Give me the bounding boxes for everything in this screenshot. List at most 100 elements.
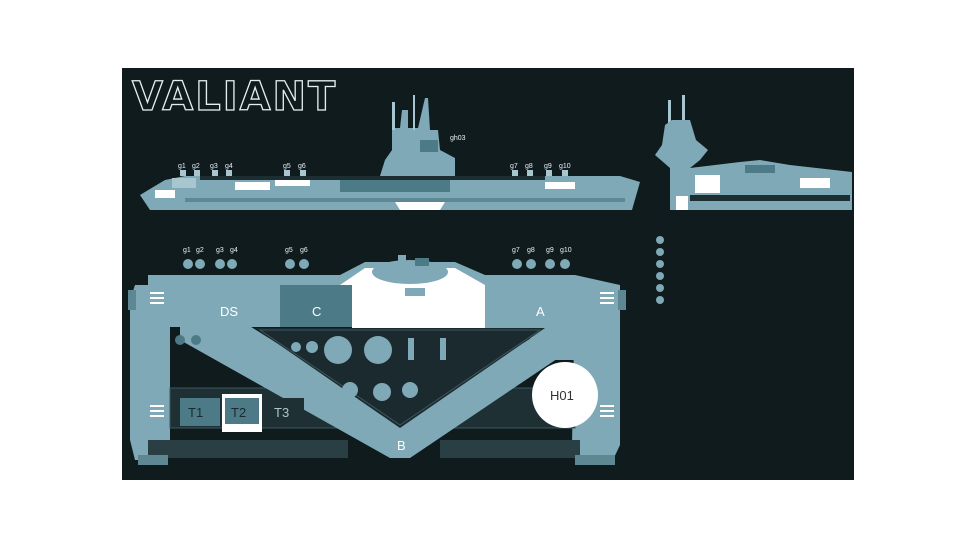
plan-pad	[175, 335, 185, 345]
profile-island-window	[420, 140, 438, 152]
profile-white-bulge	[395, 202, 445, 210]
plan-pad	[191, 335, 201, 345]
plan-gun	[195, 259, 205, 269]
plan-stripe	[150, 302, 164, 304]
zone-label-h01: H01	[550, 388, 574, 403]
plan-label-g6: g6	[300, 247, 308, 254]
plan-gun	[285, 259, 295, 269]
ship-title: VALIANT	[132, 74, 337, 120]
plan-label-g1: g1	[183, 247, 191, 254]
profile-hull-panel	[172, 178, 196, 188]
zone-label-t3: T3	[274, 405, 289, 420]
plan-foot	[138, 455, 168, 465]
plan-gun	[183, 259, 193, 269]
profile-gun	[212, 170, 218, 176]
plan-dome	[402, 382, 418, 398]
plan-vent	[408, 338, 414, 360]
plan-gun	[299, 259, 309, 269]
profile-label-g8: g8	[525, 163, 533, 170]
indicator-dot	[656, 236, 664, 244]
indicator-dot	[656, 272, 664, 280]
plan-label-g10: g10	[560, 247, 572, 254]
plan-bottom-rail	[148, 440, 348, 458]
plan-dome	[324, 336, 352, 364]
end-white-block	[800, 178, 830, 188]
profile-gun	[546, 170, 552, 176]
end-dark-block	[745, 165, 775, 173]
end-band	[690, 195, 850, 201]
plan-label-g8: g8	[527, 247, 535, 254]
zone-label-a: A	[536, 304, 545, 319]
zone-c-block	[280, 285, 352, 327]
profile-label-g3: g3	[210, 163, 218, 170]
plan-view: g1 g2 g3 g4 g5 g6 g7 g8 g9 g10 DS C A B …	[128, 247, 626, 465]
plan-dome	[306, 341, 318, 353]
end-white-block	[676, 196, 688, 210]
zone-t2-block	[225, 398, 259, 424]
plan-foot	[575, 455, 615, 465]
profile-bow-panel	[155, 190, 175, 198]
profile-label-g2: g2	[192, 163, 200, 170]
plan-left-frame	[130, 285, 170, 460]
profile-label-g6: g6	[298, 163, 306, 170]
plan-gun	[227, 259, 237, 269]
zone-label-b: B	[397, 438, 406, 453]
plan-stripe	[150, 410, 164, 412]
plan-stripe	[600, 292, 614, 294]
profile-gun	[180, 170, 186, 176]
plan-dome	[342, 382, 358, 398]
zone-b-v-frame	[180, 320, 585, 458]
profile-label-g9: g9	[544, 163, 552, 170]
zone-label-t1: T1	[188, 405, 203, 420]
plan-stripe	[600, 405, 614, 407]
profile-hull-panel	[235, 182, 270, 190]
plan-label-g4: g4	[230, 247, 238, 254]
profile-mast	[392, 102, 395, 130]
center-deck	[340, 268, 485, 328]
zone-h01-helipad	[532, 362, 598, 428]
profile-gun	[300, 170, 306, 176]
zone-label-c: C	[312, 304, 321, 319]
plan-dome	[291, 342, 301, 352]
profile-hull-panel	[545, 182, 575, 189]
profile-gun	[562, 170, 568, 176]
plan-stripe	[150, 292, 164, 294]
plan-vent	[440, 338, 446, 360]
plan-gun	[512, 259, 522, 269]
plan-stripe	[600, 297, 614, 299]
plan-label-g9: g9	[546, 247, 554, 254]
plan-stripe	[150, 297, 164, 299]
profile-deck-band	[200, 176, 545, 180]
plan-label-g7: g7	[512, 247, 520, 254]
profile-gun	[512, 170, 518, 176]
plan-gun	[526, 259, 536, 269]
center-vehicle	[372, 255, 448, 296]
indicator-dot	[656, 260, 664, 268]
plan-gun	[545, 259, 555, 269]
indicator-dots	[656, 236, 664, 304]
profile-gun	[194, 170, 200, 176]
end-white-block	[695, 175, 720, 193]
plan-dome	[373, 383, 391, 401]
side-profile: g1 g2 g3 g4 g5 g6 g7 g8 g9 g10 gh03	[140, 95, 640, 210]
plan-side-tab	[618, 290, 626, 310]
zone-label-t2: T2	[231, 405, 246, 420]
plan-gun	[215, 259, 225, 269]
plan-stripe	[600, 415, 614, 417]
zone-t3-block	[264, 398, 304, 426]
profile-island	[380, 98, 455, 176]
profile-mast	[413, 95, 415, 130]
profile-gun	[527, 170, 533, 176]
profile-keel-band	[185, 198, 625, 202]
plan-gun	[560, 259, 570, 269]
plan-label-g3: g3	[216, 247, 224, 254]
plan-stripe	[150, 405, 164, 407]
profile-label-g1: g1	[178, 163, 186, 170]
plan-bottom-rail	[440, 440, 580, 458]
zone-t1-block	[180, 398, 220, 426]
plan-label-g2: g2	[196, 247, 204, 254]
end-view	[655, 95, 852, 210]
plan-stripe	[600, 410, 614, 412]
profile-label-gh03: gh03	[450, 135, 466, 142]
